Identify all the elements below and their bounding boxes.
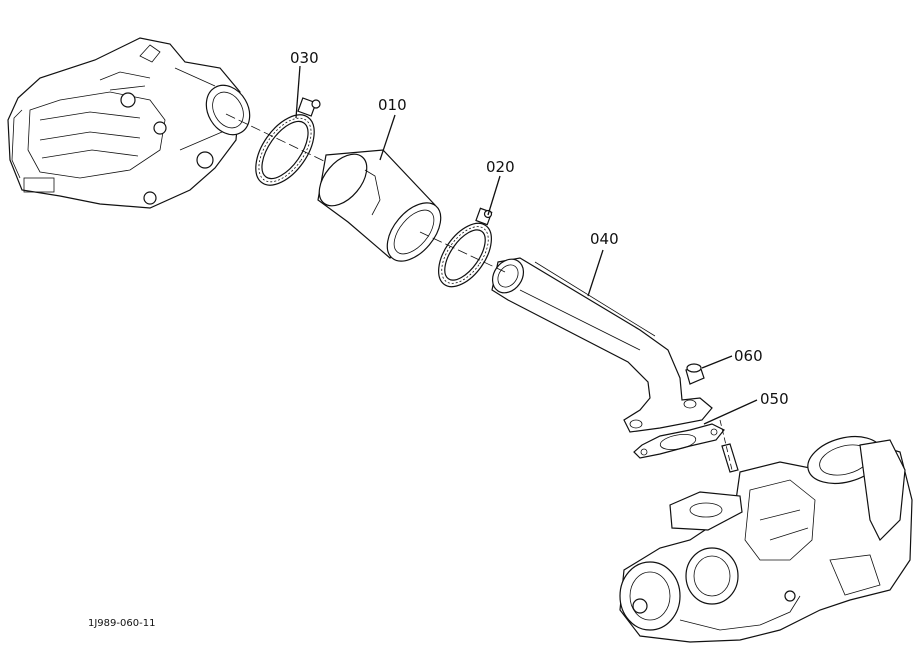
drawing-code: 1J989-060-11 <box>88 618 155 629</box>
callout-020: 020 <box>486 158 515 176</box>
air-hose-010 <box>317 149 442 262</box>
callout-040: 040 <box>590 230 619 248</box>
turbocharger-assembly <box>619 435 913 643</box>
leader-lines <box>225 65 758 471</box>
hose-clamp-020 <box>438 207 493 288</box>
callout-060: 060 <box>734 347 763 365</box>
callout-050: 050 <box>760 390 789 408</box>
air-pipe-040 <box>491 257 713 433</box>
gasket-050 <box>633 423 739 473</box>
callout-030: 030 <box>290 49 319 67</box>
plug-060 <box>685 363 705 385</box>
hose-clamp-030 <box>255 97 321 186</box>
callout-010: 010 <box>378 96 407 114</box>
intake-manifold-assembly <box>7 37 251 209</box>
